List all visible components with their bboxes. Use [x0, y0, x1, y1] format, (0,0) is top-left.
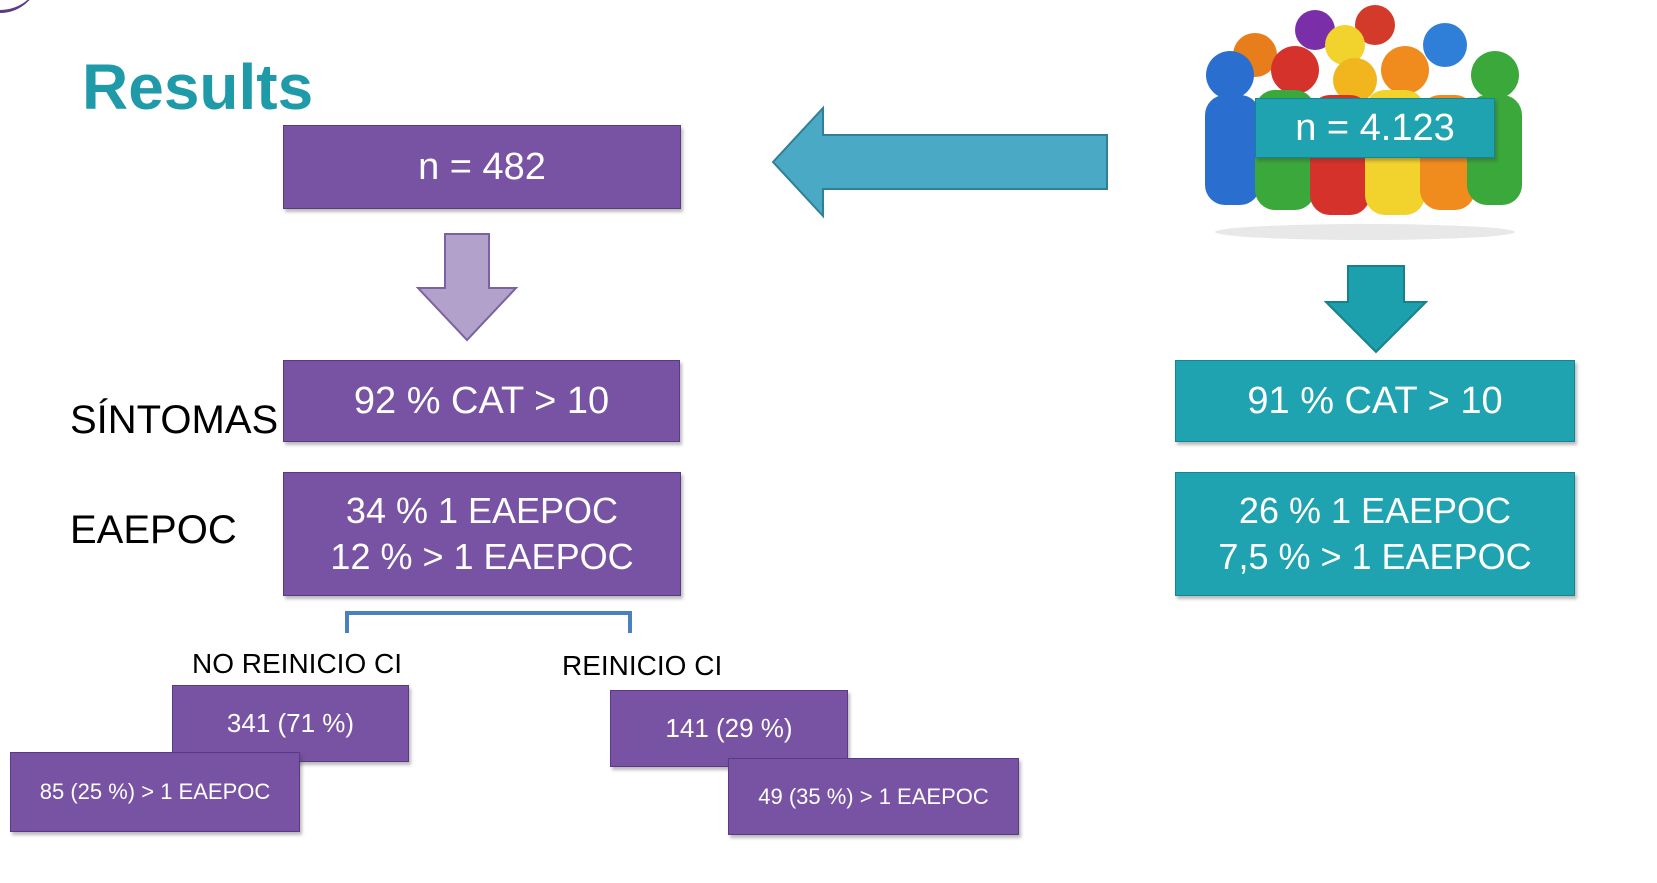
right-symptoms-box: 91 % CAT > 10: [1175, 360, 1575, 442]
no-restart-count-text: 341 (71 %): [226, 708, 355, 738]
restart-exac-text: 49 (35 %) > 1 EAEPOC: [758, 783, 989, 809]
page-title: Results: [82, 51, 314, 123]
right-symptoms-text: 91 % CAT > 10: [1247, 379, 1503, 422]
left-symptoms-text: 92 % CAT > 10: [353, 379, 610, 422]
restart-exac-box: 49 (35 %) > 1 EAEPOC: [728, 758, 1019, 835]
corner-decoration: [0, 0, 40, 13]
right-exac-line1: 26 % 1 EAEPOC: [1238, 490, 1512, 531]
no-restart-exac-box: 85 (25 %) > 1 EAEPOC: [10, 752, 300, 832]
right-sample-box: n = 4.123: [1255, 98, 1495, 158]
left-exac-line2: 12 % > 1 EAEPOC: [330, 536, 634, 577]
arrow-down-light-icon: [415, 233, 519, 342]
row-label-exacerbations: EAEPOC: [70, 508, 237, 552]
right-sample-text: n = 4.123: [1295, 106, 1455, 149]
no-restart-count-box: 341 (71 %): [172, 685, 409, 762]
no-restart-label: NO REINICIO CI: [192, 648, 403, 679]
restart-count-box: 141 (29 %): [610, 690, 848, 767]
restart-count-text: 141 (29 %): [665, 713, 793, 743]
left-sample-box: n = 482: [283, 125, 681, 209]
right-exac-line2: 7,5 % > 1 EAEPOC: [1218, 536, 1532, 577]
left-sample-text: n = 482: [418, 145, 546, 188]
no-restart-exac-text: 85 (25 %) > 1 EAEPOC: [39, 779, 271, 804]
left-exacerbation-box: 34 % 1 EAEPOC 12 % > 1 EAEPOC: [283, 472, 681, 596]
left-symptoms-box: 92 % CAT > 10: [283, 360, 680, 442]
right-exacerbation-box: 26 % 1 EAEPOC 7,5 % > 1 EAEPOC: [1175, 472, 1575, 596]
split-bracket: [345, 611, 632, 633]
left-exac-line1: 34 % 1 EAEPOC: [345, 490, 619, 531]
restart-label: REINICIO CI: [562, 650, 723, 681]
arrow-left-icon: [771, 105, 1108, 219]
row-label-symptoms: SÍNTOMAS: [70, 398, 279, 442]
arrow-down-teal-icon: [1323, 265, 1429, 354]
